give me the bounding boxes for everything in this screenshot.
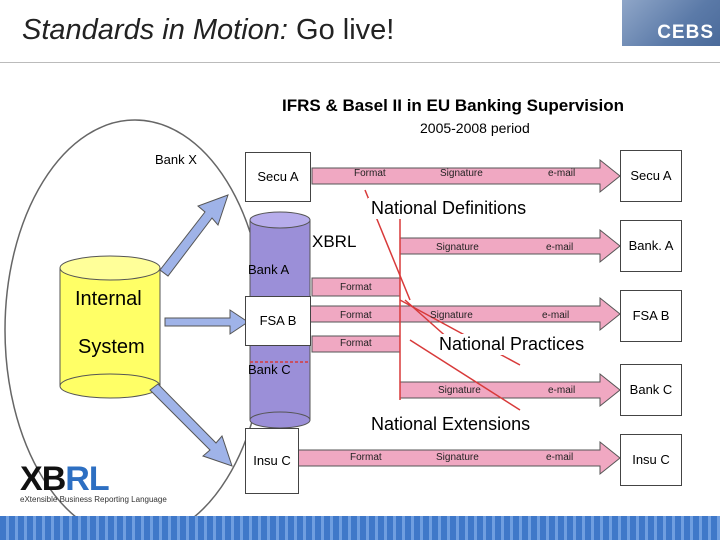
header-divider: [0, 62, 720, 63]
step-email-5: e-mail: [546, 452, 574, 463]
step-format-1: Format: [354, 168, 386, 179]
arrow-to-secu: [159, 194, 229, 277]
step-format-5: Format: [350, 452, 382, 463]
step-email-3: e-mail: [542, 310, 570, 321]
xbrl-logo-x: X: [20, 460, 43, 498]
bank-x-label: Bank X: [155, 152, 197, 167]
target-fsa-b-text: FSA B: [632, 308, 670, 323]
xbrl-logo: XBRL eXtensible Business Reporting Langu…: [20, 460, 167, 504]
target-bank-a-text: Bank. A: [628, 238, 674, 253]
cebs-logo: CEBS: [622, 0, 720, 46]
source-fsa-b: FSA B: [245, 296, 311, 346]
system-label: System: [78, 336, 145, 358]
target-insu-c-text: Insu C: [632, 452, 670, 467]
title-italic: Standards in Motion:: [22, 14, 288, 46]
source-insu-c-text: Insu C: [253, 453, 291, 468]
arrow-to-fsa: [164, 309, 249, 335]
footer-bar: [0, 516, 720, 540]
step-signature-2: Signature: [436, 242, 479, 253]
step-email-2: e-mail: [546, 242, 574, 253]
step-format-2: Format: [340, 282, 372, 293]
arrow-to-insu: [149, 383, 233, 467]
red-connectors: [364, 189, 521, 411]
target-secu-a-text: Secu A: [630, 168, 672, 183]
step-signature-4: Signature: [438, 385, 481, 396]
step-email-1: e-mail: [548, 168, 576, 179]
source-fsa-b-text: FSA B: [259, 313, 297, 328]
diagram-subtitle: IFRS & Basel II in EU Banking Supervisio…: [282, 96, 624, 115]
xbrl-tagline: eXtensible Business Reporting Language: [20, 495, 167, 504]
step-format-3: Format: [340, 310, 372, 321]
target-insu-c: Insu C: [620, 434, 682, 486]
note-national-definitions: National Definitions: [368, 198, 530, 219]
column-label-bank-c: Bank C: [248, 362, 291, 377]
xbrl-logo-mark: XBRL: [20, 460, 167, 499]
page-title: Standards in Motion: Go live!: [22, 14, 394, 47]
step-signature-5: Signature: [436, 452, 479, 463]
step-signature-3: Signature: [430, 310, 473, 321]
source-secu-a: Secu A: [245, 152, 311, 202]
target-fsa-b: FSA B: [620, 290, 682, 342]
xbrl-logo-r: R: [65, 460, 90, 498]
target-bank-c: Bank C: [620, 364, 682, 416]
target-secu-a: Secu A: [620, 150, 682, 202]
xbrl-label: XBRL: [312, 232, 357, 251]
step-format-4: Format: [340, 338, 372, 349]
step-signature-1: Signature: [440, 168, 483, 179]
note-national-practices: National Practices: [436, 334, 588, 355]
xbrl-logo-b: B: [41, 460, 67, 498]
source-secu-a-text: Secu A: [257, 169, 299, 184]
internal-system-cylinder: [59, 255, 161, 399]
xbrl-logo-l: L: [88, 460, 110, 498]
cebs-logo-text: CEBS: [657, 22, 714, 43]
title-rest: Go live!: [296, 14, 395, 46]
note-national-extensions: National Extensions: [368, 414, 534, 435]
target-bank-a: Bank. A: [620, 220, 682, 272]
pipeline-arrows: [297, 158, 621, 476]
target-bank-c-text: Bank C: [629, 382, 673, 397]
period-label: 2005-2008 period: [420, 120, 530, 136]
step-email-4: e-mail: [548, 385, 576, 396]
column-label-bank-a: Bank A: [248, 262, 290, 277]
source-insu-c: Insu C: [245, 428, 299, 494]
internal-label: Internal: [75, 288, 142, 310]
